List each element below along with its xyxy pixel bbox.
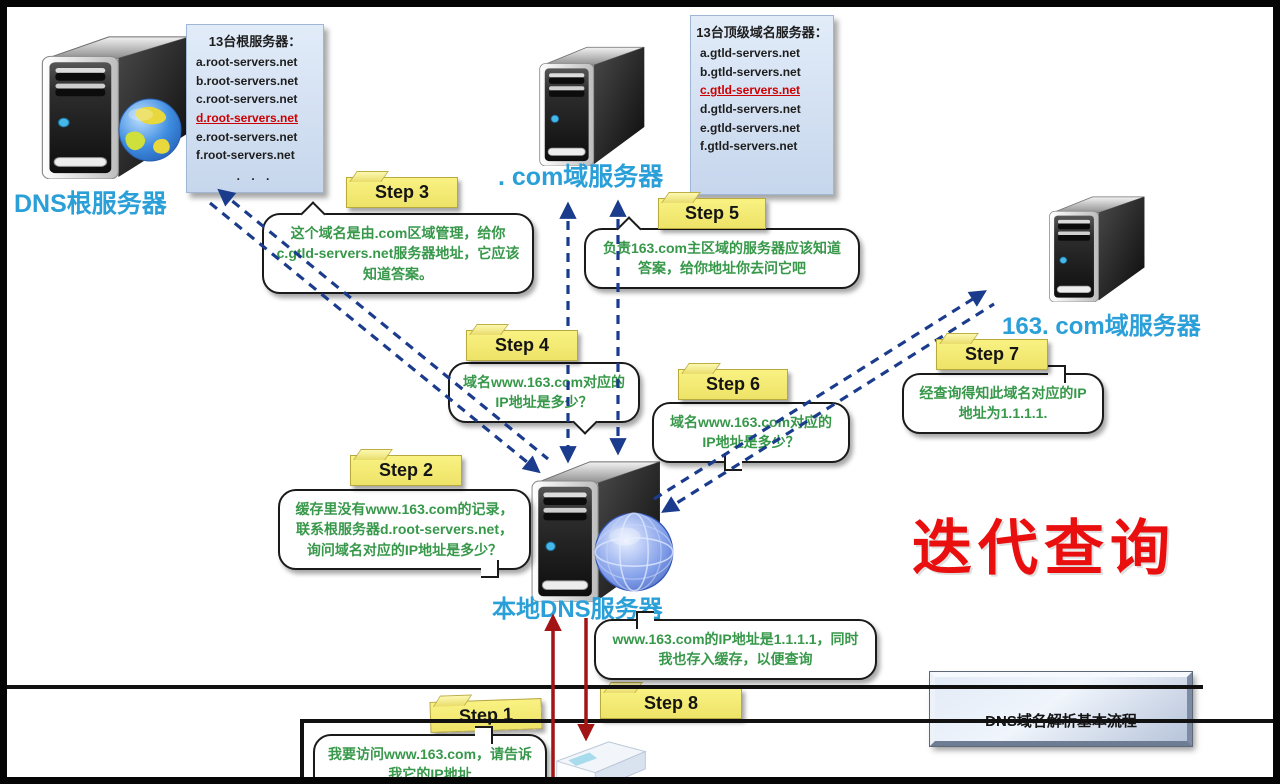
gtld-servers-list: a.gtld-servers.net b.gtld-servers.net c.… xyxy=(696,44,828,156)
step7-label: Step 7 xyxy=(964,344,1020,364)
sticky-fold xyxy=(661,192,701,203)
step1-bubble: 我要访问www.163.com，请告诉我它的IP地址 xyxy=(313,726,547,784)
bubble-tail xyxy=(300,201,326,227)
step5-bubble-text: 负责163.com主区域的服务器应该知道答案，给你地址你去问它吧 xyxy=(602,240,842,277)
list-item: c.root-servers.net xyxy=(196,92,298,107)
step6-label: Step 6 xyxy=(705,374,761,394)
step2-bubble: 缓存里没有www.163.com的记录，联系根服务器d.root-servers… xyxy=(278,489,531,578)
root-servers-note-title: 13台根服务器： xyxy=(208,34,302,49)
step8-sticky: Step 8 xyxy=(600,682,742,719)
sticky-fold xyxy=(353,449,393,460)
bubble-tail xyxy=(481,559,499,578)
gtld-servers-note-title: 13台顶级域名服务器： xyxy=(696,25,828,40)
list-item: b.gtld-servers.net xyxy=(700,64,801,79)
list-item: b.root-servers.net xyxy=(196,73,299,88)
client-panel-border xyxy=(300,719,1280,784)
bubble-tail xyxy=(572,408,598,435)
gtld-servers-note: 13台顶级域名服务器： a.gtld-servers.net b.gtld-se… xyxy=(690,15,834,195)
list-item: a.root-servers.net xyxy=(196,55,298,70)
list-item-highlighted: d.root-servers.net xyxy=(196,110,299,125)
step3-label: Step 3 xyxy=(374,182,430,202)
step2-label: Step 2 xyxy=(378,460,434,480)
step5-bubble: 负责163.com主区域的服务器应该知道答案，给你地址你去问它吧 xyxy=(584,216,860,289)
step4-bubble-text: 域名www.163.com对应的IP地址是多少？ xyxy=(462,374,626,411)
step6-sticky: Step 6 xyxy=(678,363,788,400)
step5-label: Step 5 xyxy=(684,203,740,223)
list-item-highlighted: c.gtld-servers.net xyxy=(700,83,801,98)
bubble-tail xyxy=(636,611,654,629)
163com-server-icon xyxy=(1049,196,1145,302)
step8-bubble-text: www.163.com的IP地址是1.1.1.1，同时我也存入缓存，以便查询 xyxy=(612,631,859,668)
divider-line xyxy=(7,685,1203,689)
sticky-fold xyxy=(349,171,389,182)
list-item: e.root-servers.net xyxy=(196,129,298,144)
step4-bubble: 域名www.163.com对应的IP地址是多少？ xyxy=(448,362,640,435)
step3-bubble-text: 这个域名是由.com区域管理，给你c.gtld-servers.net服务器地址… xyxy=(276,225,520,282)
163com-server-label: 163. com域服务器 xyxy=(1002,313,1201,340)
list-item: d.gtld-servers.net xyxy=(700,101,801,116)
sticky-fold xyxy=(939,333,979,344)
step7-bubble: 经查询得知此域名对应的IP地址为1.1.1.1. xyxy=(902,365,1104,434)
step2-sticky: Step 2 xyxy=(350,449,462,486)
list-item: e.gtld-servers.net xyxy=(700,120,801,135)
step3-sticky: Step 3 xyxy=(346,171,458,208)
com-tld-server-icon xyxy=(539,46,645,166)
list-item: f.gtld-servers.net xyxy=(700,139,798,154)
bubble-tail xyxy=(616,216,642,242)
sticky-fold xyxy=(681,363,721,374)
root-servers-list: a.root-servers.net b.root-servers.net c.… xyxy=(192,53,318,165)
step5-sticky: Step 5 xyxy=(658,192,766,229)
step4-label: Step 4 xyxy=(494,335,550,355)
earth-globe-icon xyxy=(118,98,182,162)
client-computer-icon xyxy=(556,741,646,784)
com-tld-server-label: . com域服务器 xyxy=(498,163,664,191)
step4-sticky: Step 4 xyxy=(466,324,578,361)
sticky-fold xyxy=(469,324,509,335)
step7-sticky: Step 7 xyxy=(936,333,1048,370)
list-item: a.gtld-servers.net xyxy=(700,46,801,61)
step3-bubble: 这个域名是由.com区域管理，给你c.gtld-servers.net服务器地址… xyxy=(262,201,534,294)
step8-label: Step 8 xyxy=(643,693,699,713)
iterative-query-title: 迭代查询 xyxy=(912,515,1176,582)
step8-bubble: www.163.com的IP地址是1.1.1.1，同时我也存入缓存，以便查询 xyxy=(594,611,877,680)
step7-bubble-text: 经查询得知此域名对应的IP地址为1.1.1.1. xyxy=(919,385,1087,422)
ellipsis-more: . . . xyxy=(236,168,274,183)
list-item: f.root-servers.net xyxy=(196,148,295,163)
bubble-tail xyxy=(1048,365,1066,383)
bubble-tail xyxy=(475,726,493,744)
step1-bubble-text: 我要访问www.163.com，请告诉我它的IP地址 xyxy=(327,746,533,783)
step6-bubble-text: 域名www.163.com对应的IP地址是多少？ xyxy=(669,414,833,451)
network-globe-icon xyxy=(594,512,674,592)
local-dns-server-label: 本地DNS服务器 xyxy=(492,596,663,623)
dns-root-server-label: DNS根服务器 xyxy=(14,190,167,218)
root-servers-note: 13台根服务器： a.root-servers.net b.root-serve… xyxy=(186,24,324,194)
step6-bubble: 域名www.163.com对应的IP地址是多少？ xyxy=(652,402,850,471)
bubble-tail xyxy=(724,452,742,471)
step2-bubble-text: 缓存里没有www.163.com的记录，联系根服务器d.root-servers… xyxy=(295,501,514,558)
